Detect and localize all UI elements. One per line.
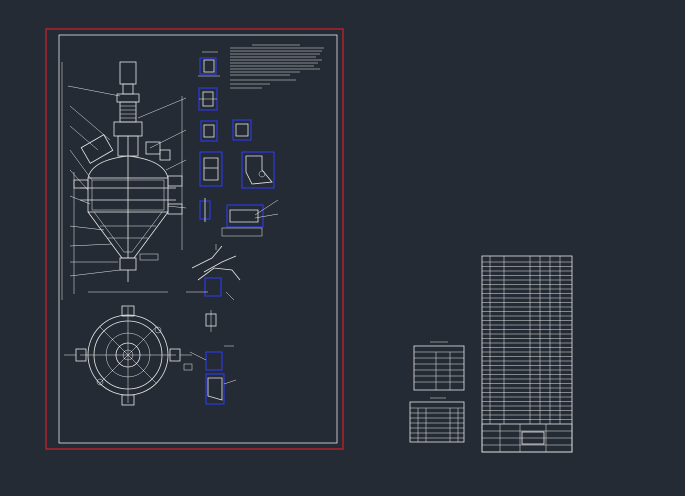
outlet-valve xyxy=(119,257,137,271)
inlet-nozzle xyxy=(80,134,114,164)
detail-f-nozzle[interactable] xyxy=(186,244,241,301)
gearbox xyxy=(119,101,137,123)
detail-g[interactable] xyxy=(205,310,217,332)
plan-lug-bottom xyxy=(121,394,135,406)
detail-b[interactable] xyxy=(198,87,218,111)
drawing-sheet[interactable] xyxy=(45,28,344,450)
plan-lug-top xyxy=(121,305,135,317)
design-spec-table[interactable] xyxy=(413,341,465,391)
detail-d[interactable] xyxy=(199,151,275,189)
title-block[interactable] xyxy=(481,423,573,453)
vessel-plan-view[interactable] xyxy=(64,305,193,406)
detail-a[interactable] xyxy=(198,51,220,77)
sheet-outer-border xyxy=(45,28,344,450)
technical-notes[interactable] xyxy=(230,44,324,89)
motor xyxy=(119,61,137,85)
detail-views[interactable] xyxy=(186,51,279,405)
detail-h[interactable] xyxy=(189,345,237,405)
detail-e[interactable] xyxy=(199,198,279,237)
nozzle-table[interactable] xyxy=(409,397,465,443)
drawing-name-cell xyxy=(521,431,545,445)
mounting-frame xyxy=(113,121,143,137)
parts-list-table[interactable] xyxy=(481,255,573,453)
sheet-inner-frame xyxy=(58,34,338,444)
detail-c[interactable] xyxy=(200,119,252,142)
vessel-elevation-view[interactable] xyxy=(61,61,187,300)
